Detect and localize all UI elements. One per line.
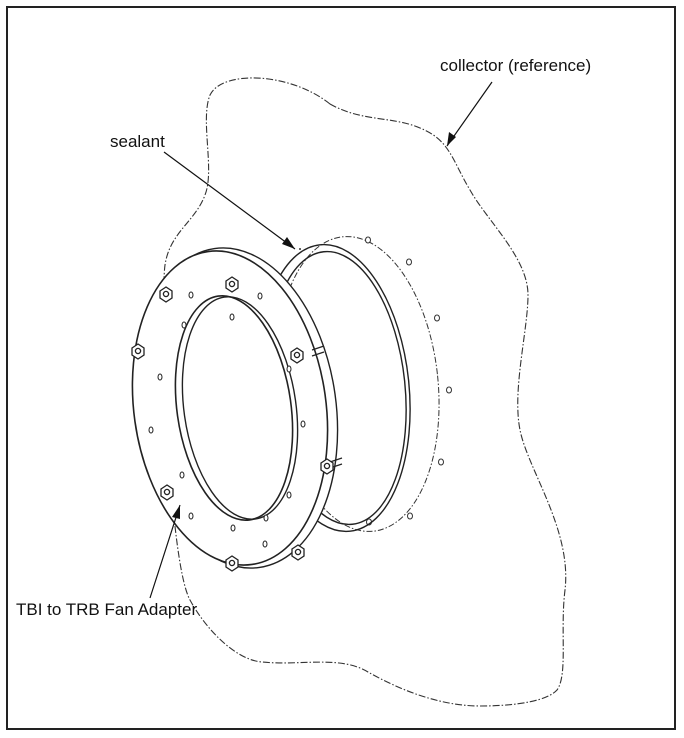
collector-leader bbox=[446, 81, 493, 147]
collector-bolt-holes bbox=[365, 236, 452, 526]
adapter-studs bbox=[311, 345, 343, 469]
sealant-arrowhead bbox=[282, 237, 295, 249]
collector-outline bbox=[163, 77, 567, 707]
adapter-nuts bbox=[131, 276, 334, 572]
adapter-arrowhead bbox=[172, 505, 180, 519]
adapter-label: TBI to TRB Fan Adapter bbox=[16, 600, 198, 619]
drawing-frame bbox=[6, 6, 676, 730]
sealant-leader bbox=[163, 151, 296, 250]
collector-arrowhead bbox=[447, 132, 456, 146]
adapter-opening bbox=[174, 295, 294, 521]
sealant-label: sealant bbox=[110, 132, 165, 151]
collector-label: collector (reference) bbox=[440, 56, 592, 75]
adapter-holes bbox=[148, 291, 306, 548]
leader-lines bbox=[149, 81, 493, 599]
adapter-leader bbox=[149, 504, 181, 599]
leader-arrowheads bbox=[172, 132, 456, 519]
